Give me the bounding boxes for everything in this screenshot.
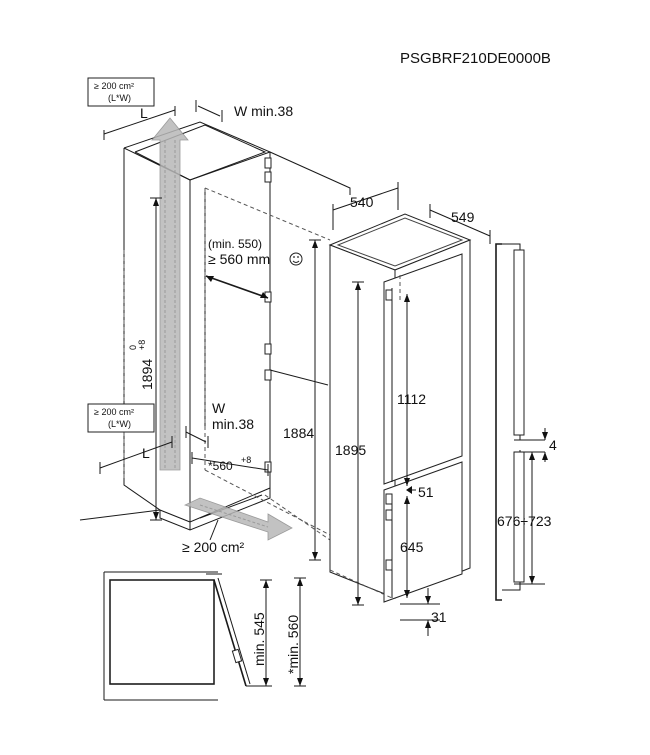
niche-height-tol: +8: [137, 340, 147, 350]
dim-min545: min. 545: [251, 579, 272, 687]
vent-mid-label: ≥ 200 cm²: [94, 407, 134, 417]
product-code: PSGBRF210DE0000B: [400, 50, 551, 67]
W-mid-min-label: min.38: [212, 416, 254, 432]
niche-cabinet: [79, 121, 351, 541]
smiley-icon: [289, 252, 303, 266]
ge560-label: ≥ 560 mm: [208, 251, 270, 267]
vent-mid-sub: (L*W): [108, 419, 131, 429]
upper-door-label: 1112: [397, 391, 426, 407]
dim-51: 51: [406, 484, 434, 500]
vent-mid-box: ≥ 200 cm² (L*W): [87, 403, 155, 433]
width-540-label: 540: [350, 194, 374, 210]
app-height-label: 1884: [283, 425, 314, 441]
niche-height-tol2: 0: [128, 345, 138, 350]
airflow: [151, 117, 293, 541]
dim-645: 645: [400, 496, 424, 598]
dim-niche-height: 1894 +8 0: [128, 197, 162, 521]
dim-L-top: L: [103, 105, 176, 140]
L-mid-label: L: [142, 445, 150, 461]
vent-bottom-label: ≥ 200 cm²: [182, 539, 244, 555]
niche-height-label: 1894: [139, 359, 155, 390]
W-mid-label: W: [212, 400, 226, 416]
min545-label: min. 545: [251, 612, 267, 666]
side-profile: [495, 243, 545, 601]
side-4-label: 4: [549, 437, 557, 453]
min550-label: (min. 550): [208, 237, 262, 251]
side-range-label: 676÷723: [497, 513, 552, 529]
dim-depth-549: 549: [429, 204, 491, 244]
depth-549-label: 549: [451, 209, 475, 225]
W-top-label: W min.38: [234, 103, 293, 119]
dim-L-mid: L: [99, 436, 173, 474]
dim-1884: 1884: [283, 239, 321, 561]
dim-W-mid: W min.38: [185, 400, 254, 448]
dim-depth-560: *560 +8: [191, 452, 269, 476]
dim-star560: *min. 560: [285, 577, 306, 687]
dim-niche-depth: (min. 550) ≥ 560 mm: [205, 237, 303, 299]
depth-560-tol: +8: [241, 455, 251, 465]
vent-top-sub: (L*W): [108, 93, 131, 103]
dim-4: 4: [542, 428, 557, 462]
L-top-label: L: [140, 105, 148, 121]
total-height-label: 1895: [335, 442, 366, 458]
star560-label: *min. 560: [285, 615, 301, 674]
dim-W-top: W min.38: [195, 100, 293, 122]
vent-top-box: ≥ 200 cm² (L*W): [87, 77, 155, 107]
foot-31-label: 31: [431, 609, 447, 625]
dim-676-723: 676÷723: [497, 452, 552, 584]
top-view: [103, 571, 262, 701]
dim-31: 31: [400, 588, 447, 636]
dim-1895: 1895: [335, 281, 366, 606]
dim-width-540: 540: [332, 182, 399, 230]
appliance: [328, 213, 472, 603]
gap-51-label: 51: [418, 484, 434, 500]
vent-top-label: ≥ 200 cm²: [94, 81, 134, 91]
dim-1112: 1112: [397, 294, 426, 486]
depth-560-label: *560: [208, 459, 233, 473]
lower-door-label: 645: [400, 539, 424, 555]
